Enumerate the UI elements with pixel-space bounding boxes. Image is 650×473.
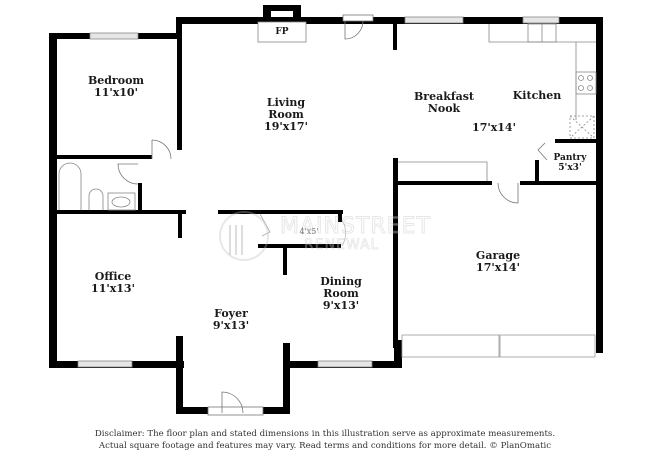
room-dimensions: 5'x3' <box>558 163 582 173</box>
room-name-line2: Room <box>268 108 304 121</box>
interior-walls <box>54 22 600 348</box>
disclaimer-line2: Actual square footage and features may v… <box>98 441 552 451</box>
room-dimensions: 17'x14' <box>472 121 516 134</box>
disclaimer: Disclaimer: The floor plan and stated di… <box>0 428 650 452</box>
room-name: Kitchen <box>512 89 562 102</box>
garage-door <box>401 334 596 358</box>
room-label-pantry: Pantry 5'x3' <box>553 153 586 173</box>
room-name-line1: Breakfast <box>414 90 474 103</box>
room-dimensions: 11'x10' <box>94 86 138 99</box>
room-label-bedroom: Bedroom 11'x10' <box>88 75 144 99</box>
room-dimensions: 19'x17' <box>264 120 308 133</box>
windows <box>77 16 560 368</box>
room-label-closet: 4'x5' <box>299 227 318 237</box>
room-name: Garage <box>475 249 521 262</box>
room-dimensions: 4'x5' <box>299 227 319 236</box>
disclaimer-line1: Disclaimer: The floor plan and stated di… <box>94 429 556 439</box>
room-dimensions: 9'x13' <box>322 299 360 312</box>
room-label-dining-room: Dining Room 9'x13' <box>320 276 362 312</box>
room-name: Pantry <box>553 153 587 163</box>
room-label-foyer: Foyer 9'x13' <box>213 308 249 332</box>
fireplace-label: FP <box>275 27 288 37</box>
room-name-line1: Living <box>266 96 306 109</box>
room-dimensions: 9'x13' <box>212 319 250 332</box>
room-name: Foyer <box>214 307 248 320</box>
fireplace <box>257 21 307 43</box>
room-name-line1: Dining <box>320 275 362 288</box>
room-label-office: Office 11'x13' <box>91 271 135 295</box>
room-name-line2: Nook <box>427 102 461 115</box>
room-label-garage: Garage 17'x14' <box>476 250 520 274</box>
fireplace-text: FP <box>275 27 289 37</box>
doors <box>117 14 548 416</box>
room-label-living-room: Living Room 19'x17' <box>264 97 308 133</box>
room-name-line2: Room <box>323 287 359 300</box>
room-name: Bedroom <box>87 74 145 87</box>
room-label-breakfast-nook: Breakfast Nook <box>414 91 474 115</box>
room-name: Office <box>94 270 132 283</box>
kitchen-fixtures <box>398 23 597 181</box>
bathroom-fixtures <box>58 162 136 211</box>
room-dimensions: 17'x14' <box>476 261 520 274</box>
room-dimensions-kitchen: 17'x14' <box>472 122 516 134</box>
stairs <box>229 213 346 255</box>
room-dimensions: 11'x13' <box>91 282 135 295</box>
room-label-kitchen: Kitchen <box>513 90 562 102</box>
